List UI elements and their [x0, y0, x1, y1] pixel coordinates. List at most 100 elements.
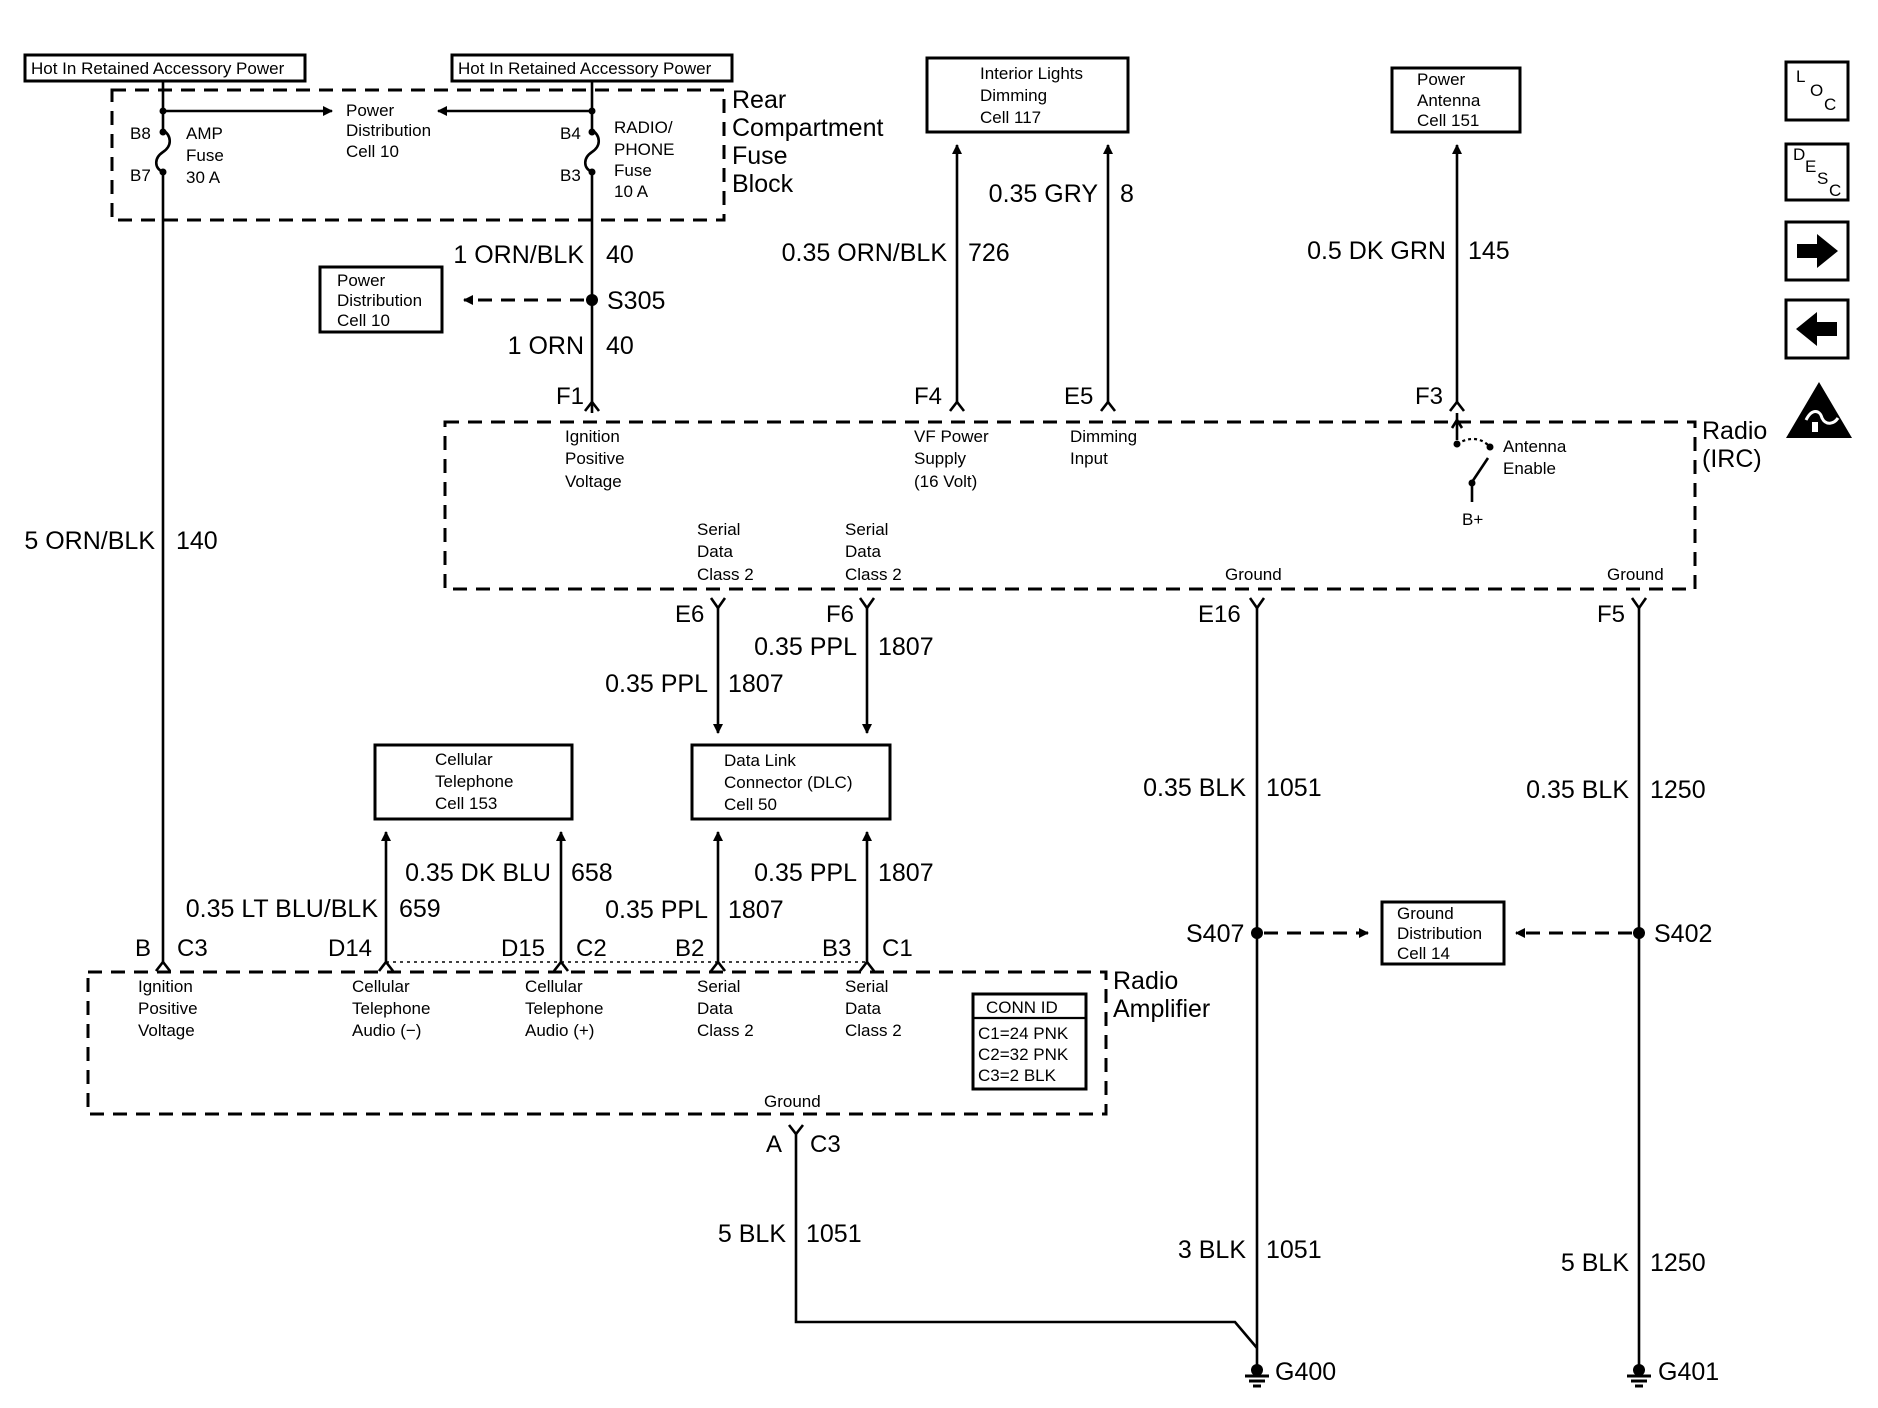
svg-text:Interior Lights Dimming: Interior Lights Dimming Cell 117: [980, 64, 1088, 127]
ground-g401-icon: G401: [1627, 1358, 1719, 1388]
wire-1051-upper-circuit: 1051: [1266, 774, 1322, 802]
amp-ignition-positive-voltage: Ignition Positive Voltage: [138, 977, 202, 1040]
ref-power-antenna: Power Antenna Cell 151: [1390, 66, 1522, 134]
svg-text:F6: F6: [826, 601, 854, 628]
ref-ground-distribution: Ground Distribution Cell 14: [1380, 900, 1506, 966]
esd-warning-icon: [1786, 382, 1852, 438]
ref-power-distribution-cell10: Power Distribution Cell 10: [318, 265, 444, 334]
wire-658-circuit: 658: [571, 859, 613, 887]
amp-pin-a-c3: A C3: [766, 1124, 841, 1158]
arrow-left-icon[interactable]: [1784, 298, 1850, 360]
wire-1807-f6-gauge: 0.35 PPL: [754, 633, 857, 661]
svg-text:B4: B4: [560, 124, 581, 143]
amp-pin-b-c3: B C3: [135, 935, 208, 972]
svg-text:D: D: [1793, 145, 1805, 164]
wire-1250-lower-circuit: 1250: [1650, 1249, 1706, 1277]
wire-1807-b3-circuit: 1807: [878, 859, 934, 887]
ground-g400-icon: G400: [1245, 1358, 1336, 1388]
fuse-block-outline: [110, 88, 726, 222]
splice-s305-label: S305: [607, 287, 665, 315]
svg-text:G400: G400: [1275, 1358, 1336, 1386]
wire-659-gauge: 0.35 LT BLU/BLK: [186, 895, 379, 923]
wire-1807-b2-circuit: 1807: [728, 896, 784, 924]
svg-text:C: C: [1824, 95, 1836, 114]
svg-text:A: A: [766, 1131, 782, 1158]
radio-irc-outline: [443, 420, 1697, 591]
radio-amplifier-outline: [86, 970, 1108, 1116]
wire-145-gauge: 0.5 DK GRN: [1307, 237, 1446, 265]
amp-serial-data-2: Serial Data Class 2: [845, 977, 902, 1040]
antenna-enable-switch: Antenna Enable B+: [1450, 413, 1567, 529]
svg-text:B3: B3: [560, 166, 581, 185]
arrow-right-icon[interactable]: [1784, 220, 1850, 282]
wire-1807-f6-circuit: 1807: [878, 633, 934, 661]
svg-text:CONN ID: CONN ID: [986, 998, 1058, 1017]
svg-text:Power Distribution: Power Distribution Cell 10: [337, 271, 427, 330]
wire-726-gauge: 0.35 ORN/BLK: [782, 239, 948, 267]
svg-text:C: C: [1829, 181, 1841, 200]
desc-icon[interactable]: D E S C: [1784, 142, 1850, 202]
amp-pin-d14: D14: [328, 935, 395, 972]
radio-dimming-input: Dimming Input: [1070, 427, 1142, 468]
svg-text:Hot In Retained Accessory Powe: Hot In Retained Accessory Power: [458, 59, 712, 78]
svg-text:C3: C3: [177, 935, 208, 962]
svg-text:O: O: [1810, 81, 1823, 100]
svg-text:C1: C1: [882, 935, 913, 962]
svg-text:RADIO/ PHONE Fuse: RADIO/ PHONE Fuse 10 A: [614, 118, 679, 201]
wire-659-circuit: 659: [399, 895, 441, 923]
svg-text:B: B: [135, 935, 151, 962]
ref-interior-lights-dimming: Interior Lights Dimming Cell 117: [925, 56, 1130, 134]
radio-pin-f3: F3: [1415, 383, 1466, 412]
loc-icon[interactable]: L O C: [1784, 60, 1850, 122]
ref-data-link-connector: Data Link Connector (DLC) Cell 50: [690, 743, 892, 821]
svg-text:B3: B3: [822, 935, 851, 962]
radio-serial-data-2: Serial Data Class 2: [845, 520, 902, 584]
wire-726-circuit: 726: [968, 239, 1010, 267]
radio-ground-1: Ground: [1225, 565, 1282, 584]
svg-text:C3: C3: [810, 1131, 841, 1158]
radio-ground-2: Ground: [1607, 565, 1664, 584]
amp-ground-label: Ground: [764, 1092, 821, 1111]
svg-text:C2: C2: [576, 935, 607, 962]
splice-s305: [586, 294, 598, 306]
svg-text:AMP Fuse 30 A: AMP Fuse 30 A: [186, 124, 229, 187]
wire-1807-b2-gauge: 0.35 PPL: [605, 896, 708, 924]
svg-text:F5: F5: [1597, 601, 1625, 628]
svg-text:E6: E6: [675, 601, 704, 628]
svg-text:F3: F3: [1415, 383, 1443, 410]
radio-pin-f6: F6: [826, 597, 876, 628]
svg-text:L: L: [1796, 67, 1805, 86]
svg-text:C1=24 PNK C2=32 PNK: C1=24 PNK C2=32 PNK C3=2 BLK: [978, 1024, 1073, 1085]
svg-text:F1: F1: [556, 383, 584, 410]
wire-1807-b3-gauge: 0.35 PPL: [754, 859, 857, 887]
wire-1250-upper-circuit: 1250: [1650, 776, 1706, 804]
svg-text:Power Antenna Cell: Power Antenna Cell 151: [1417, 70, 1485, 130]
wire-1250-lower-gauge: 5 BLK: [1561, 1249, 1629, 1277]
radio-amplifier-name: Radio Amplifier: [1113, 967, 1210, 1023]
svg-text:B7: B7: [130, 166, 151, 185]
svg-text:Hot In Retained Accessory Powe: Hot In Retained Accessory Power: [31, 59, 285, 78]
fuse-power-distribution: Power Distribution Cell 10: [346, 101, 436, 161]
hot-label-left: Hot In Retained Accessory Power: [23, 53, 307, 83]
radio-pin-f5: F5: [1597, 597, 1648, 628]
svg-text:B2: B2: [675, 935, 704, 962]
svg-text:E16: E16: [1198, 601, 1241, 628]
wire-40-bottom-gauge: 1 ORN: [508, 332, 584, 360]
svg-text:D14: D14: [328, 935, 372, 962]
radio-pin-f1: F1: [556, 383, 601, 413]
svg-text:F4: F4: [914, 383, 942, 410]
hot-label-right: Hot In Retained Accessory Power: [450, 53, 734, 83]
wire-1051-upper-gauge: 0.35 BLK: [1143, 774, 1246, 802]
radio-ignition-positive-voltage: Ignition Positive Voltage: [565, 427, 629, 491]
ref-cellular-telephone: Cellular Telephone Cell 153: [373, 743, 574, 821]
fuse-block-name: Rear Compartment Fuse Block: [732, 86, 890, 198]
svg-text:B8: B8: [130, 124, 151, 143]
amp-pin-d15-c2: D15 C2: [501, 935, 607, 972]
amp-pin-b3-c1: B3 C1: [822, 935, 913, 972]
svg-text:Ground Distribution: Ground Distribution Cell 14: [1397, 904, 1487, 963]
wire-1051-amp-gauge: 5 BLK: [718, 1220, 786, 1248]
splice-s407-label: S407: [1186, 920, 1244, 948]
splice-s402-label: S402: [1654, 920, 1712, 948]
wire-8-circuit: 8: [1120, 180, 1134, 208]
svg-text:Data Link Connector (DLC: Data Link Connector (DLC) Cell 50: [724, 751, 857, 814]
